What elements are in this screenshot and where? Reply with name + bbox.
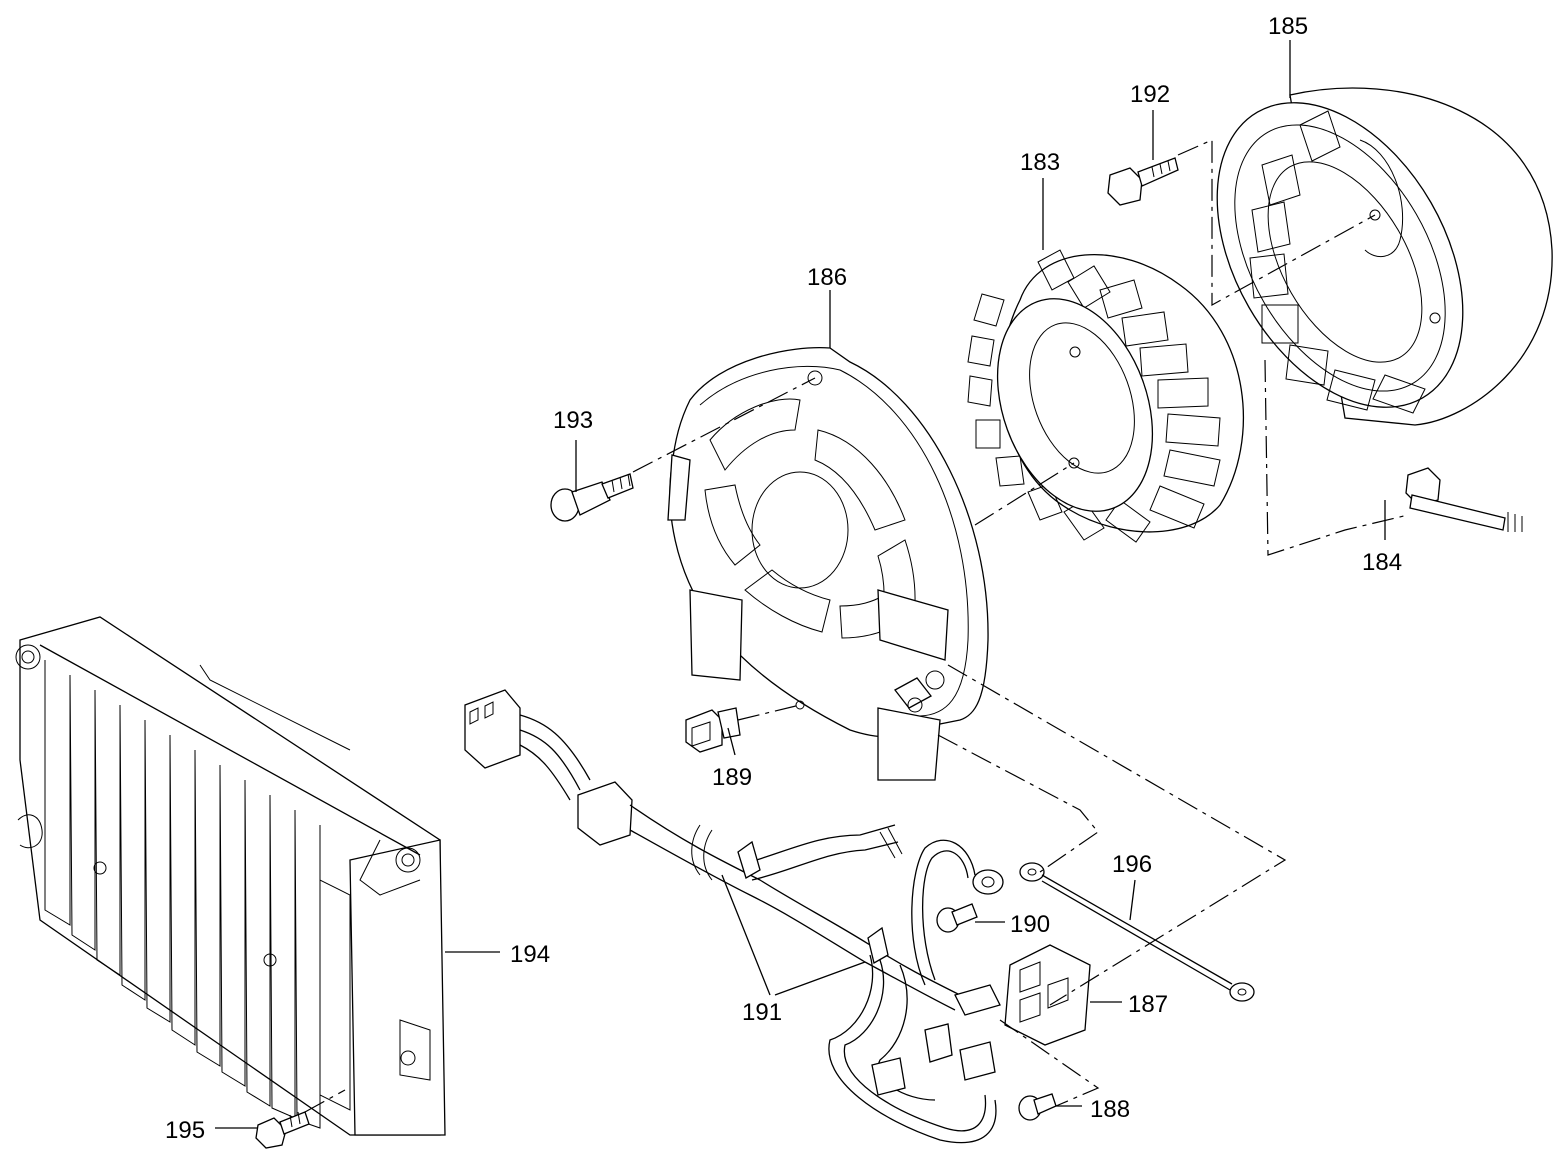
callout-195: 195 [165,1117,205,1144]
callout-188: 188 [1090,1096,1130,1123]
part-194-heat-sink [15,616,446,1136]
part-189-clip [685,707,741,753]
part-193-screw [550,473,634,522]
callout-191: 191 [742,999,782,1026]
callout-labels: 185 192 183 186 193 184 189 196 190 194 … [165,13,1402,1144]
callout-186: 186 [807,264,847,291]
part-185-rotor-cup [1216,87,1553,426]
part-190-screw [936,903,978,933]
part-184-bolt [1405,467,1523,532]
callout-196: 196 [1112,851,1152,878]
assembly-lines [304,139,1409,1113]
part-186-end-bracket [667,346,989,781]
callout-194: 194 [510,941,550,968]
callout-187: 187 [1128,991,1168,1018]
callout-185: 185 [1268,13,1308,40]
callout-193: 193 [553,407,593,434]
part-188-screw [1018,1093,1057,1121]
leader-lines [215,40,1386,1129]
callout-190: 190 [1010,911,1050,938]
part-196-ground-lead [1019,862,1255,1002]
part-195-bolt [255,1111,310,1149]
part-183-stator [967,249,1244,543]
part-187-module [1004,944,1091,1046]
callout-183: 183 [1020,149,1060,176]
part-192-bolt [1107,157,1179,206]
callout-184: 184 [1362,549,1402,576]
part-191-wire-harness [464,689,1004,1144]
callout-192: 192 [1130,81,1170,108]
callout-189: 189 [712,764,752,791]
